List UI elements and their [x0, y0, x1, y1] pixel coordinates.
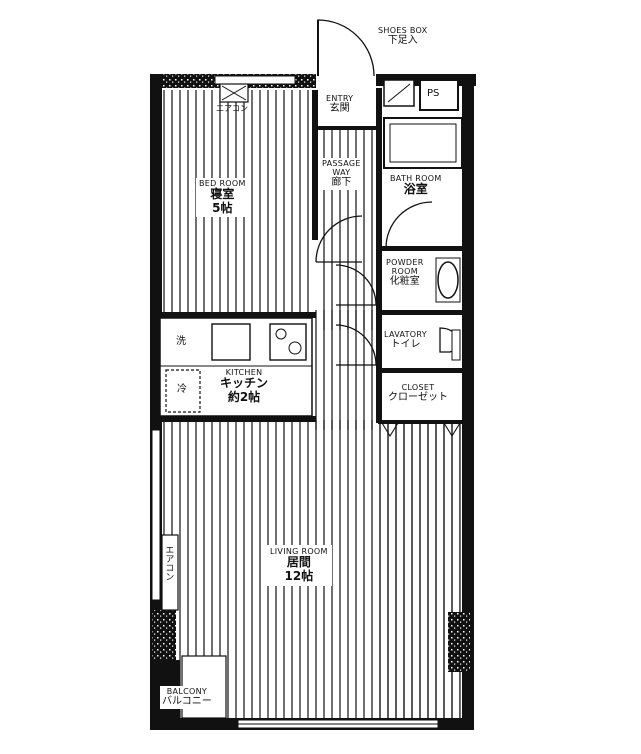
kitchen-stove [269, 323, 307, 361]
living-floor-right [378, 420, 463, 720]
bathroom-label: BATH ROOM 浴室 [390, 174, 442, 197]
aircon-top-label: エアコン [216, 104, 248, 113]
lavatory-label: LAVATORY トイレ [384, 330, 427, 351]
wall-bedroom-right [312, 90, 318, 240]
kitchen-label: KITCHEN キッチン 約2帖 [220, 368, 269, 404]
fridge-box [165, 369, 201, 413]
closet-door-left [381, 422, 399, 438]
closet-label: CLOSET クローゼット [388, 383, 448, 404]
wall-right [462, 74, 474, 724]
washer-label: 洗 [176, 336, 186, 347]
ps-label: PS [427, 88, 440, 99]
bedroom-label: BED ROOM 寝室 5帖 [196, 178, 249, 217]
wall-entry-bottom [318, 126, 376, 130]
ps-shaft [419, 79, 459, 111]
bedroom-door-swing [315, 215, 363, 263]
wash-basin [437, 261, 459, 299]
wall-closet-bottom [378, 420, 464, 424]
wall-passage-right [376, 88, 382, 423]
window-left [151, 429, 161, 601]
fridge-label: 冷 [177, 384, 187, 395]
aircon-side-label: エアコン [163, 545, 174, 581]
kitchen-sink [211, 323, 251, 361]
powder-label: POWDER ROOM 化粧室 [386, 258, 424, 288]
wall-bedroom-bottom [160, 312, 316, 318]
wall-left-pillar [152, 610, 176, 660]
aircon-side-unit [161, 534, 179, 611]
wall-lavatory-bottom [382, 368, 464, 373]
entry-label: ENTRY 玄関 [326, 94, 354, 115]
closet-door-right [443, 422, 461, 438]
entry-door-swing [317, 19, 375, 77]
powder-door-swing [335, 264, 377, 306]
living-floor-upper [315, 310, 377, 430]
wall-powder-bottom [382, 310, 464, 315]
wall-right-pillar [448, 612, 470, 672]
wall-kitchen-bottom [160, 416, 316, 422]
bath-door-swing [385, 201, 433, 249]
shoes-box-label: SHOES BOX 下足入 [378, 26, 428, 47]
living-label: LIVING ROOM 居間 12帖 [266, 545, 332, 586]
balcony-label: BALCONY バルコニー [160, 686, 214, 709]
passage-label: PASSAGE WAY 廊下 [320, 158, 363, 190]
window-top [214, 75, 296, 85]
lavatory-door-swing [335, 324, 377, 366]
